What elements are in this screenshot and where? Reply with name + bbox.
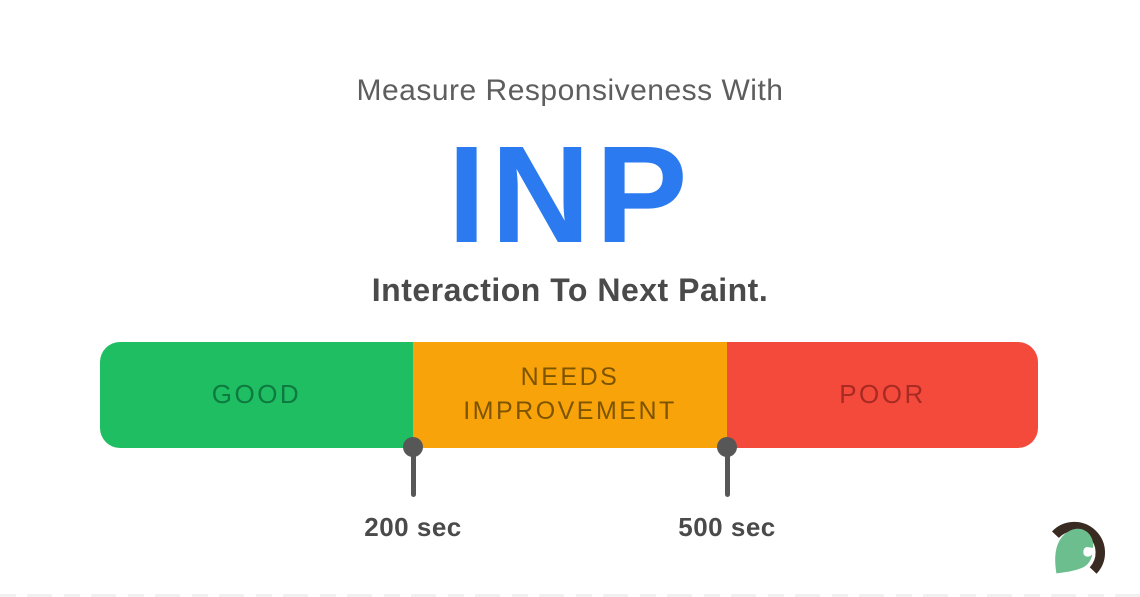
marker-stem	[410, 447, 416, 497]
scale-segment-poor: POOR	[727, 342, 1038, 448]
threshold-label-200: 200 sec	[364, 512, 462, 542]
helmet-face-icon	[1055, 528, 1094, 574]
scale-segment-good: GOOD	[100, 342, 413, 448]
marker-stem	[724, 447, 730, 497]
threshold-label-500: 500 sec	[678, 512, 776, 542]
scale-segment-needs-improvement: NEEDS IMPROVEMENT	[413, 342, 727, 448]
spartan-helmet-icon	[1052, 521, 1105, 574]
marker-dot	[403, 437, 423, 457]
segment-label-poor: POOR	[839, 379, 926, 410]
segment-label-good: GOOD	[211, 379, 302, 410]
metric-abbreviation: INP	[447, 118, 693, 272]
metric-full-name: Interaction To Next Paint.	[371, 272, 769, 308]
cropped-text-artifact	[0, 594, 1140, 597]
marker-dot	[717, 437, 737, 457]
brand-logo	[1046, 513, 1112, 579]
inp-scale-bar: GOOD NEEDS IMPROVEMENT POOR	[100, 342, 1038, 448]
segment-label-needs-improvement: NEEDS IMPROVEMENT	[463, 363, 677, 425]
helmet-crest-icon	[1052, 521, 1105, 574]
header-kicker: Measure Responsiveness With	[356, 74, 784, 107]
